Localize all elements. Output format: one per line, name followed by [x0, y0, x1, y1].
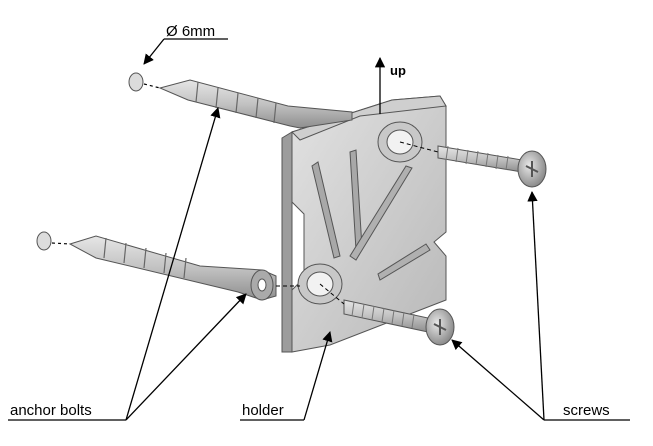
screws-label: screws	[563, 402, 610, 419]
drill-hole-top	[128, 72, 161, 92]
diameter-label: Ø 6mm	[166, 23, 215, 40]
anchor-bolt-bottom	[68, 235, 277, 301]
diameter-callout: Ø 6mm	[143, 23, 228, 65]
screw-upper	[437, 145, 547, 188]
assembly-axes	[276, 141, 439, 305]
anchor-bolts-callout: anchor bolts	[8, 107, 247, 421]
up-label: up	[390, 63, 406, 78]
drill-hole-bottom	[36, 231, 71, 251]
screw-lower	[343, 299, 455, 346]
screws-callout: screws	[451, 190, 630, 421]
anchor-bolts-label: anchor bolts	[10, 402, 92, 419]
holder-plate	[281, 95, 447, 353]
holder-callout: holder	[240, 331, 333, 421]
anchor-bolt-top	[158, 79, 353, 129]
up-direction-arrow: up	[374, 56, 406, 114]
holder-label: holder	[242, 402, 284, 419]
